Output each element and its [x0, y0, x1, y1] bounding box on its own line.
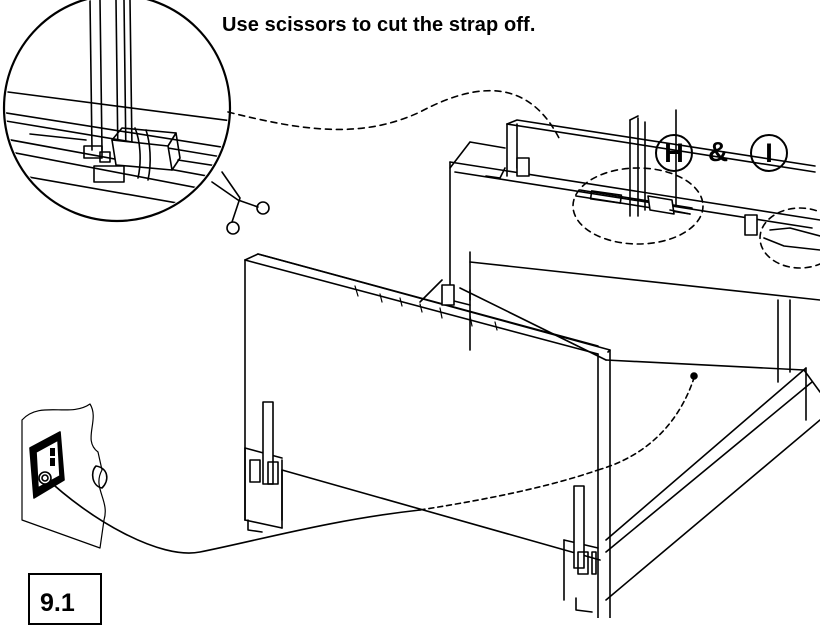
footboard	[244, 253, 611, 618]
ampersand-label: &	[708, 136, 729, 167]
wall-outlet-icon	[21, 403, 108, 549]
step-number: 9.1	[28, 573, 102, 625]
instruction-text: Use scissors to cut the strap off.	[222, 14, 536, 36]
detail-magnifier-icon	[2, 0, 232, 223]
part-h-label: H	[655, 134, 693, 172]
part-i-label: I	[750, 134, 788, 172]
scissors-icon	[211, 171, 270, 235]
